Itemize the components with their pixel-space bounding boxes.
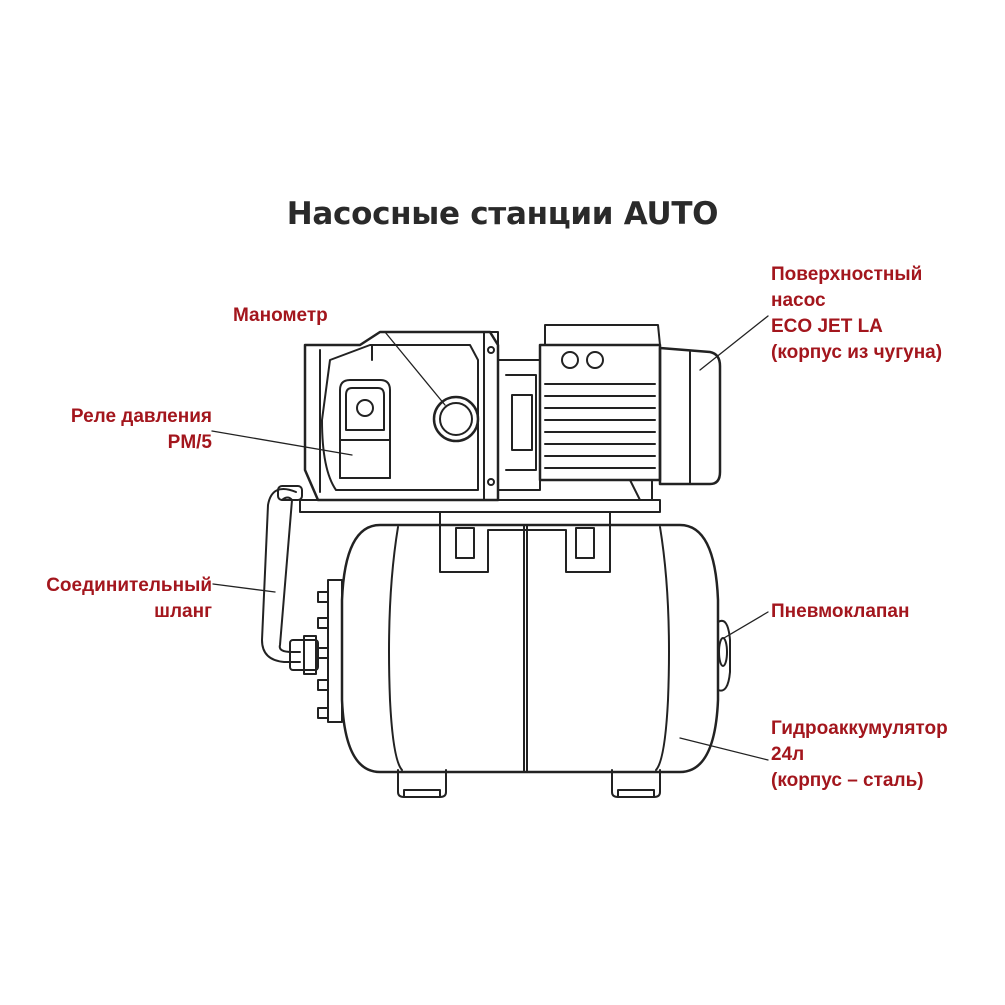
accumulator-tank (340, 511, 720, 798)
leader-pressure-relay (211, 430, 353, 456)
leader-lines (211, 315, 769, 761)
connecting-hose (261, 485, 319, 675)
pneumatic-valve (717, 619, 731, 692)
label-surface-pump: Поверхностный насос ECO JET LA (корпус и… (771, 264, 943, 363)
diagram-title: Насосные станции AUTO (286, 196, 719, 232)
pump-body (299, 330, 661, 513)
pump-motor (538, 324, 722, 501)
label-pneumatic-valve: Пневмоклапан (771, 601, 910, 622)
leader-accumulator (679, 737, 769, 761)
leader-pump (699, 315, 769, 371)
label-connecting-hose: Соединительный шланг (46, 575, 212, 622)
label-accumulator: Гидроаккумулятор 24л (корпус – сталь) (771, 718, 948, 791)
leader-hose (212, 583, 276, 593)
label-manometer: Манометр (233, 305, 328, 326)
tank-flange (317, 579, 343, 723)
label-pressure-relay: Реле давления PM/5 (70, 406, 212, 453)
leader-valve (723, 611, 769, 639)
leader-manometer (384, 331, 446, 406)
